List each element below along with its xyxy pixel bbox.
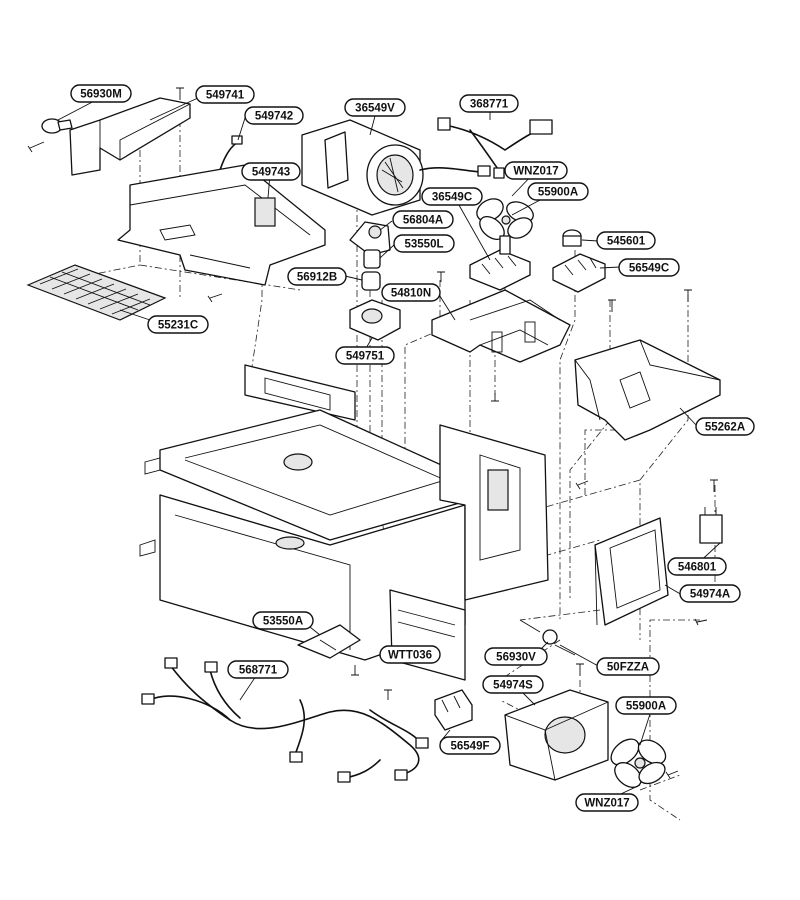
svg-text:53550L: 53550L [404,239,443,251]
svg-text:549751: 549751 [346,351,385,363]
svg-text:53550A: 53550A [263,616,303,628]
svg-text:56804A: 56804A [403,215,443,227]
panel-54974a [594,517,669,626]
label-wtt036: WTT036 [379,645,441,664]
fan-motor-36549c [469,235,531,291]
fan-blade [476,198,534,240]
svg-text:50FZZA: 50FZZA [607,662,649,674]
sensor-56930v [519,619,576,656]
label-56549c: 56549C [618,258,680,277]
label-545601: 545601 [596,231,656,250]
blower-motor [301,119,491,216]
label-54810n: 54810N [381,283,441,302]
svg-text:54810N: 54810N [391,288,431,300]
label-36549c: 36549C [421,187,483,206]
svg-text:54974A: 54974A [690,589,730,601]
svg-text:56930M: 56930M [80,89,122,101]
bracket-549741 [69,97,191,176]
svg-text:549741: 549741 [206,90,245,102]
svg-text:WTT036: WTT036 [388,650,432,662]
label-56912b: 56912B [287,267,347,286]
label-53550l: 53550L [393,234,455,253]
motor-56549f [434,689,473,731]
svg-text:54974S: 54974S [493,680,533,692]
switch-56930m [41,118,73,134]
label-pills: 56930M 549741 549742 36549V 368771 54974… [70,84,755,812]
svg-text:55231C: 55231C [158,320,198,332]
filter [26,264,167,321]
label-wnz017-bottom: WNZ017 [575,793,639,812]
motor-56549c [552,229,606,293]
label-549742: 549742 [244,106,304,125]
svg-text:568771: 568771 [239,665,278,677]
label-549741: 549741 [195,85,255,104]
label-549751: 549751 [335,346,395,365]
svg-text:545601: 545601 [607,236,646,248]
svg-text:55262A: 55262A [705,422,745,434]
svg-text:36549V: 36549V [355,103,395,115]
svg-text:549742: 549742 [255,111,293,123]
svg-text:56930V: 56930V [496,652,536,664]
label-56930m: 56930M [70,84,132,103]
label-56549f: 56549F [439,736,501,755]
svg-text:56549C: 56549C [629,263,669,275]
wire-harness-568771 [141,657,429,783]
duct-55262a [574,339,721,441]
main-chassis [139,364,549,681]
label-55900a-top: 55900A [527,182,589,201]
svg-text:WNZ017: WNZ017 [513,166,558,178]
label-56804a: 56804A [392,210,454,229]
svg-text:55900A: 55900A [626,701,666,713]
switch-546801 [699,507,723,544]
bracket-54810n [431,289,571,363]
thermal-stack [349,221,401,341]
label-56930v: 56930V [484,647,548,666]
label-55262a: 55262A [695,417,755,436]
label-50fzza: 50FZZA [596,657,660,676]
label-53550a: 53550A [252,611,314,630]
label-36549v: 36549V [344,98,406,117]
svg-text:56549F: 56549F [450,741,489,753]
svg-text:56912B: 56912B [297,272,337,284]
label-368771: 368771 [459,94,519,113]
wire-harness [437,117,553,179]
label-546801: 546801 [667,557,727,576]
label-55231c: 55231C [147,315,209,334]
fan-blade [610,738,667,788]
base-plate-549743 [117,164,326,286]
label-wnz017-top: WNZ017 [504,161,568,180]
cover-53550a [297,624,361,659]
label-54974s: 54974S [482,675,544,694]
fan-shroud-54974s [504,689,609,781]
label-54974a: 54974A [679,584,741,603]
svg-text:55900A: 55900A [538,187,578,199]
svg-text:549743: 549743 [252,167,290,179]
label-55900a-bottom: 55900A [615,696,677,715]
label-549743: 549743 [241,162,301,181]
svg-text:36549C: 36549C [432,192,472,204]
svg-text:368771: 368771 [470,99,509,111]
svg-text:WNZ017: WNZ017 [584,798,629,810]
svg-text:546801: 546801 [678,562,717,574]
label-568771: 568771 [227,660,289,679]
